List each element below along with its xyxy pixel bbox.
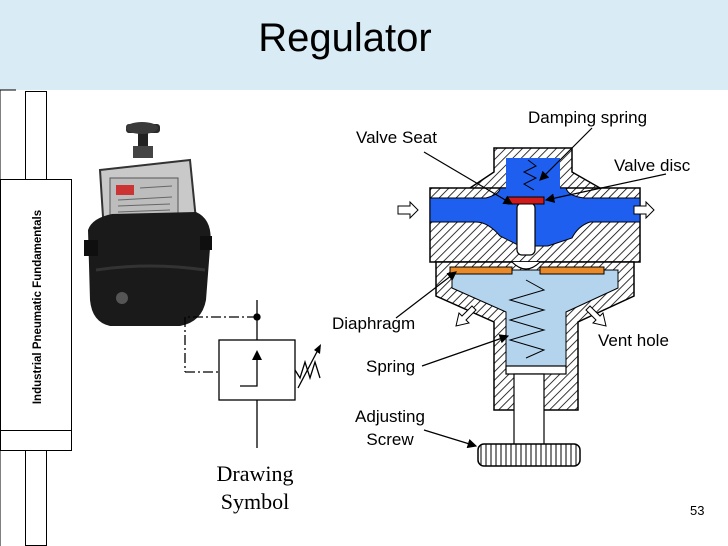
label-valve-seat: Valve Seat xyxy=(356,128,437,147)
page-title: Regulator xyxy=(258,16,432,60)
damping-spring xyxy=(522,159,538,191)
diaphragm xyxy=(449,266,513,275)
inlet-arrow xyxy=(397,200,419,220)
outlet-arrow xyxy=(633,200,655,220)
vent-arrow-right xyxy=(585,305,607,327)
regulator-photo xyxy=(84,122,212,326)
spring-seat xyxy=(505,365,567,375)
leader-lines xyxy=(395,127,667,449)
regulator-cross-section xyxy=(397,147,655,467)
label-vent-hole: Vent hole xyxy=(598,331,669,350)
caption-line-1: Drawing xyxy=(216,461,294,486)
sidebar-label: Industrial Pneumatic Fundamentals xyxy=(28,182,48,432)
label-valve-disc: Valve disc xyxy=(614,156,691,175)
label-adjusting: Adjusting xyxy=(355,407,425,426)
main-spring xyxy=(508,279,546,359)
adjusting-shaft xyxy=(513,373,545,447)
label-damping-spring: Damping spring xyxy=(528,108,648,127)
label-screw: Screw xyxy=(366,430,414,449)
drawing-symbol xyxy=(184,300,321,448)
sidebar-label-text: Industrial Pneumatic Fundamentals xyxy=(32,209,44,405)
title-bar xyxy=(0,0,728,90)
page-number: 53 xyxy=(690,503,705,518)
valve-disc xyxy=(507,196,545,205)
vent-arrow-left xyxy=(455,305,477,327)
label-diaphragm: Diaphragm xyxy=(332,314,416,333)
drawing-symbol-caption: Drawing Symbol xyxy=(200,460,310,516)
label-spring: Spring xyxy=(366,357,416,376)
caption-line-2: Symbol xyxy=(220,489,290,514)
valve-stem xyxy=(516,202,536,256)
adjusting-knob xyxy=(477,443,581,467)
sidebar-frame xyxy=(0,89,72,546)
